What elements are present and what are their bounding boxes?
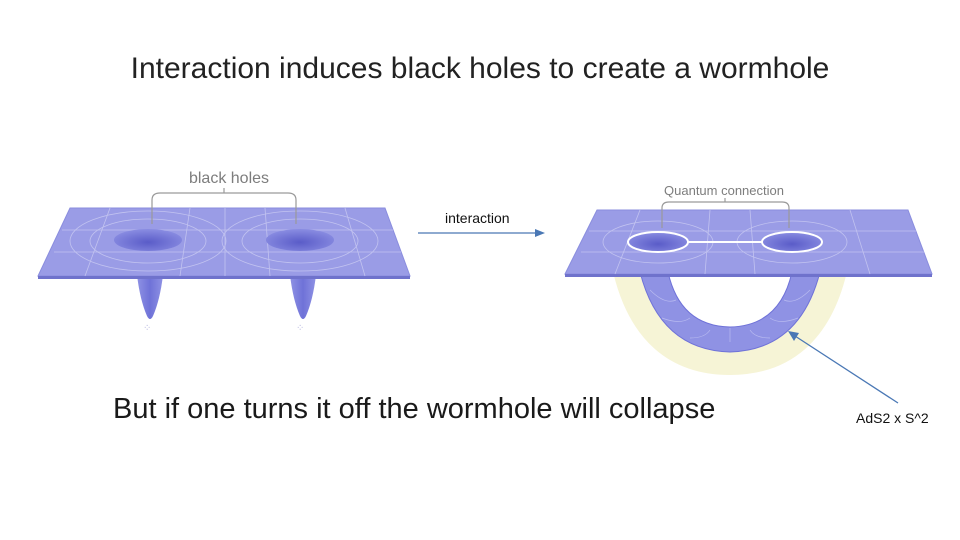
right-hole-2 [761,231,823,253]
left-funnel-1 [137,275,163,319]
left-hole-2 [266,229,334,251]
left-funnel-2 [290,275,316,319]
left-hole-1 [114,229,182,251]
quantum-connection-label: Quantum connection [664,183,784,198]
left-sheet [37,207,411,277]
pointer-arrow [788,331,899,404]
caption-text: But if one turns it off the wormhole wil… [113,393,716,425]
svg-text:⁘: ⁘ [143,323,151,334]
right-hole-1 [627,231,689,253]
black-holes-label: black holes [189,170,269,187]
interaction-arrow [418,229,545,237]
right-figure: Quantum connection [564,180,933,376]
svg-text:⁘: ⁘ [296,323,304,334]
left-figure: ⁘ ⁘ black holes [37,166,411,334]
interaction-label: interaction [445,210,510,226]
ads-label: AdS2 x S^2 [856,410,929,426]
slide-title: Interaction induces black holes to creat… [130,52,830,85]
